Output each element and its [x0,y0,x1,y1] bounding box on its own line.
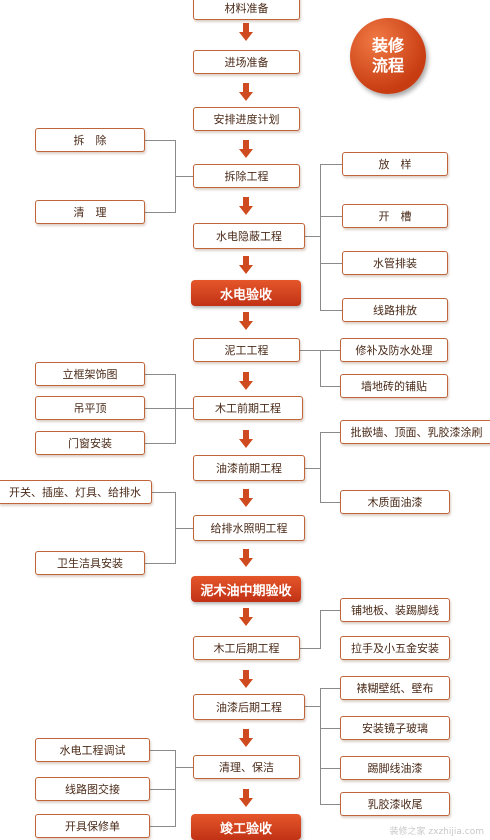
note-layout-marking: 放 样 [342,152,448,176]
step-painting-early: 油漆前期工程 [193,455,305,481]
step-cleanup: 清理、保洁 [193,755,300,779]
note-wiring-handover: 线路图交接 [35,777,150,801]
note-skirting-paint: 踢脚线油漆 [340,756,450,780]
flow-arrow-icon [239,608,253,626]
badge-line-1: 装修 [371,36,404,55]
step-painting-late: 油漆后期工程 [193,694,305,720]
note-slotting: 开 槽 [342,204,448,228]
flow-arrow-icon [239,670,253,688]
flow-arrow-icon [239,729,253,747]
flow-arrow-icon [239,23,253,41]
note-wall-ceiling-paint: 批嵌墙、顶面、乳胶漆涂刷 [340,420,490,444]
note-clean: 清 理 [35,200,145,224]
flow-arrow-icon [239,372,253,390]
step-schedule-plan: 安排进度计划 [193,107,300,131]
flow-arrow-icon [239,312,253,330]
note-switches-sockets: 开关、插座、灯具、给排水 [0,480,152,504]
note-hardware-install: 拉手及小五金安装 [340,636,450,660]
step-carpentry-early: 木工前期工程 [193,396,303,420]
flow-arrow-icon [239,430,253,448]
milestone-completion-inspection: 竣工验收 [191,814,301,840]
note-frame-decoration: 立框架饰图 [35,362,145,386]
step-site-prep: 进场准备 [193,50,300,74]
note-flooring-skirting: 铺地板、装踢脚线 [340,598,450,622]
flow-arrow-icon [239,489,253,507]
milestone-mid-term-inspection: 泥木油中期验收 [191,576,301,602]
step-demolition-work: 拆除工程 [193,164,300,188]
note-warranty: 开具保修单 [35,814,150,838]
badge-line-2: 流程 [371,56,404,75]
flow-arrow-icon [239,140,253,158]
step-masonry-work: 泥工工程 [193,338,300,362]
flow-arrow-icon [239,256,253,274]
note-suspended-ceiling: 吊平顶 [35,396,145,420]
note-latex-finish: 乳胶漆收尾 [340,792,450,816]
note-mirror-glass: 安装镜子玻璃 [340,716,450,740]
step-materials-prep: 材料准备 [193,0,300,20]
note-pipe-layout: 水管排装 [342,251,448,275]
note-electrical-testing: 水电工程调试 [35,738,150,762]
step-concealed-plumbing-electrical: 水电隐蔽工程 [193,223,305,249]
milestone-plumbing-electrical-inspection: 水电验收 [191,280,301,306]
flow-arrow-icon [239,83,253,101]
step-carpentry-late: 木工后期工程 [193,636,300,660]
step-plumbing-lighting: 给排水照明工程 [193,515,305,541]
note-tiling: 墙地砖的铺贴 [340,374,448,398]
note-wiring-layout: 线路排放 [342,298,448,322]
note-waterproofing: 修补及防水处理 [340,338,448,362]
flow-arrow-icon [239,197,253,215]
watermark: 装修之家 zxzhijia.com [389,827,484,837]
note-wallpaper: 裱糊壁纸、壁布 [340,676,450,700]
flow-arrow-icon [239,549,253,567]
note-door-window-install: 门窗安装 [35,431,145,455]
note-sanitary-ware: 卫生洁具安装 [35,551,145,575]
note-demolish: 拆 除 [35,128,145,152]
note-wood-paint: 木质面油漆 [340,490,450,514]
process-title-badge: 装修 流程 [350,18,426,94]
flow-arrow-icon [239,789,253,807]
